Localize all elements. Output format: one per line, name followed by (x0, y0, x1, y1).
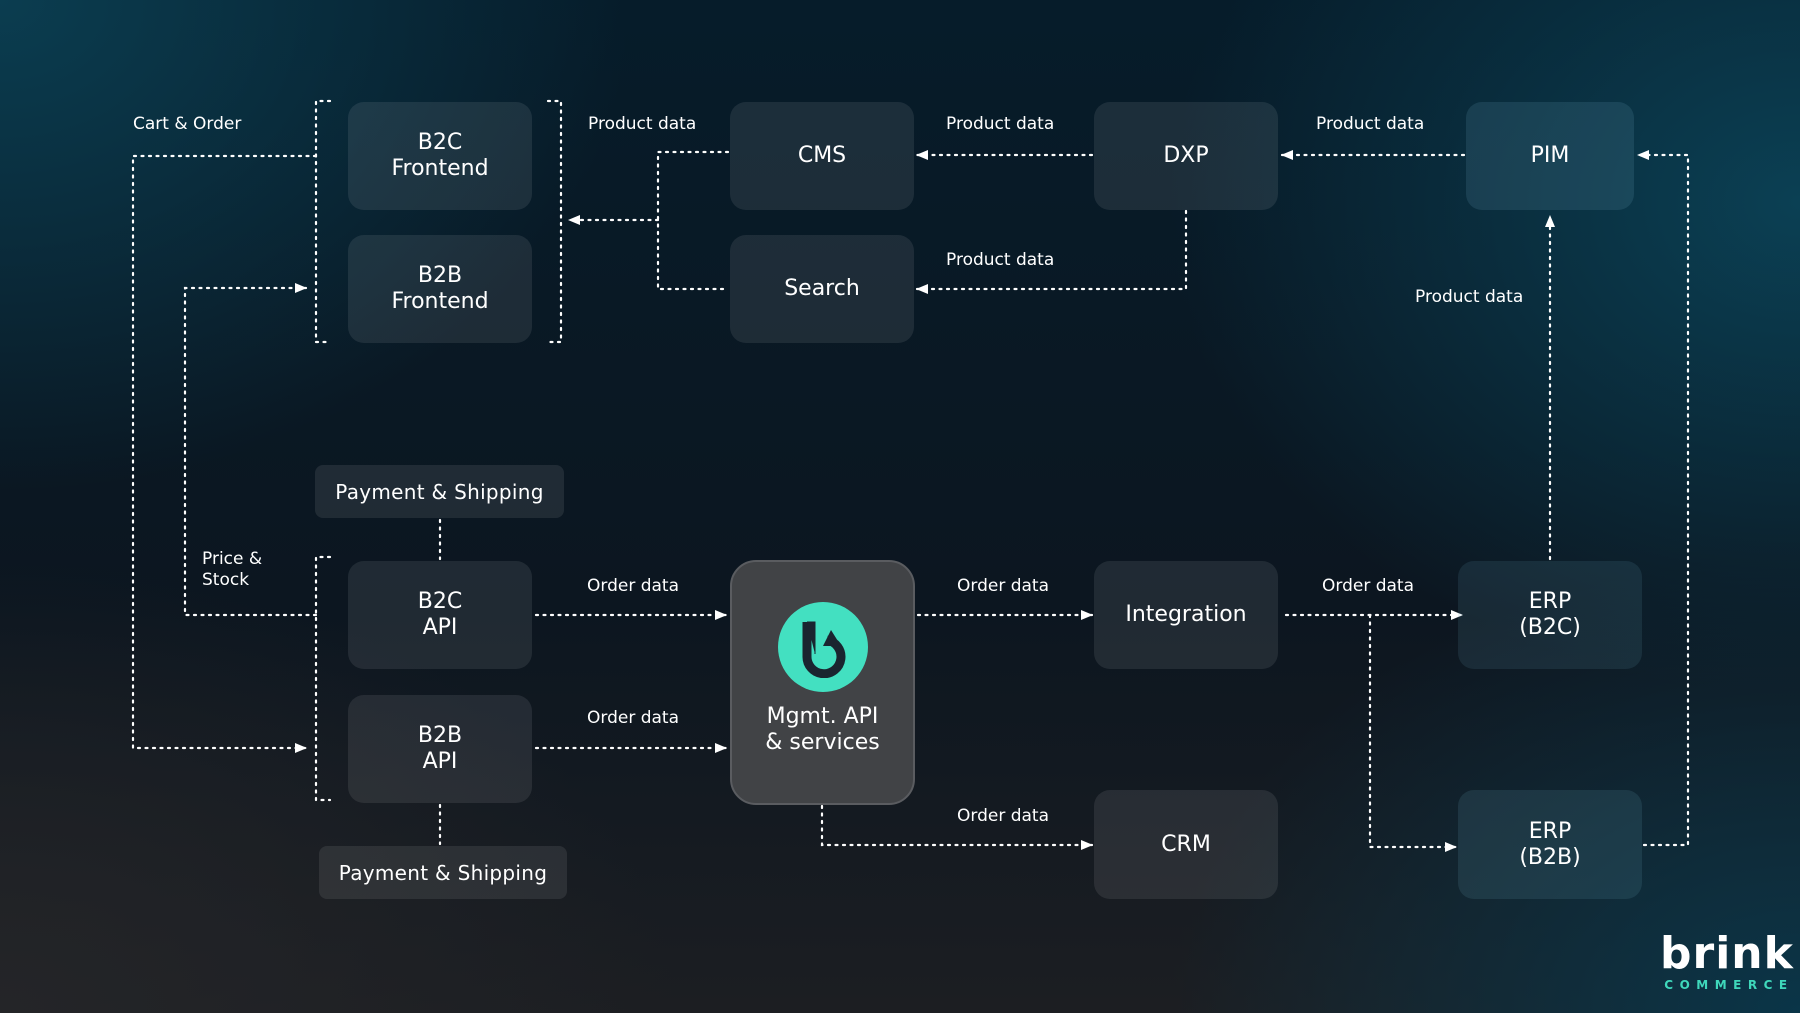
label-cart-order: Cart & Order (133, 114, 242, 134)
node-integration: Integration (1094, 561, 1278, 669)
node-mgmt-api: Mgmt. API & services (730, 560, 915, 805)
node-payment-shipping-bottom: Payment & Shipping (319, 846, 567, 899)
mgmt-api-label: Mgmt. API & services (765, 704, 880, 755)
node-crm: CRM (1094, 790, 1278, 899)
label-b2b-api-mgmt: Order data (587, 708, 680, 728)
label-cms-frontend: Product data (588, 114, 697, 134)
frontend-right-bracket (546, 99, 563, 344)
node-b2c-api: B2C API (348, 561, 532, 669)
edge-price-stock (183, 283, 318, 617)
label-pim-dxp: Product data (1316, 114, 1425, 134)
edge-dxp-search (915, 209, 1188, 294)
logo-subtitle: COMMERCE (1664, 978, 1794, 992)
node-b2b-api: B2B API (348, 695, 532, 803)
label-mgmt-integration: Order data (957, 576, 1050, 596)
label-price-stock: Price & Stock (202, 549, 263, 590)
node-pim: PIM (1466, 102, 1634, 210)
edge-integration-erp-b2b (1368, 613, 1458, 852)
label-dxp-cms: Product data (946, 114, 1055, 134)
node-b2b-frontend: B2B Frontend (348, 235, 532, 343)
node-payment-shipping-top: Payment & Shipping (315, 465, 564, 518)
brink-b-icon (777, 602, 868, 692)
brink-commerce-logo: brink COMMERCE (1660, 928, 1794, 993)
edge-mgmt-crm (820, 804, 1094, 850)
label-integration-erp: Order data (1322, 576, 1415, 596)
node-b2c-frontend: B2C Frontend (348, 102, 532, 210)
node-erp-b2c: ERP (B2C) (1458, 561, 1642, 669)
label-b2c-api-mgmt: Order data (587, 576, 680, 596)
node-erp-b2b: ERP (B2B) (1458, 790, 1642, 899)
edge-cms-frontend (656, 150, 730, 291)
node-search: Search (730, 235, 914, 343)
label-mgmt-crm: Order data (957, 806, 1050, 826)
label-erp-pim: Product data (1415, 287, 1524, 307)
edge-cart-order (131, 154, 318, 753)
label-dxp-search: Product data (946, 250, 1055, 270)
api-left-bracket (314, 555, 332, 802)
node-dxp: DXP (1094, 102, 1278, 210)
edge-erpb2b-pim (1636, 150, 1690, 847)
node-cms: CMS (730, 102, 914, 210)
logo-wordmark: brink (1660, 928, 1794, 979)
frontend-left-bracket (314, 99, 332, 344)
